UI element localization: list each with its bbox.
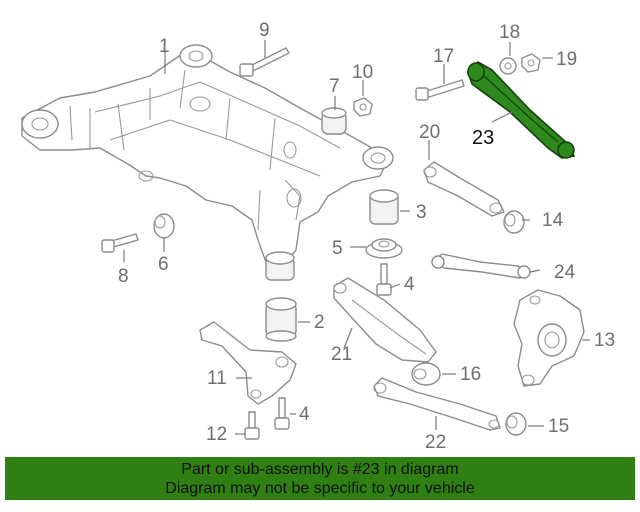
bushing-part-16[interactable]: [411, 362, 441, 386]
bolt-part-9[interactable]: [239, 47, 290, 77]
callout-3: 3: [416, 202, 427, 223]
bushing-part-7[interactable]: [321, 107, 347, 135]
bushing-part-15[interactable]: [505, 412, 527, 436]
callout-23: 23: [472, 127, 494, 149]
callout-20: 20: [419, 122, 440, 143]
callout-9: 9: [259, 20, 270, 41]
trailing-arm-part-21[interactable]: [333, 277, 437, 363]
callout-1: 1: [159, 36, 170, 57]
bolt-part-17[interactable]: [415, 79, 465, 101]
lower-arm-part-22[interactable]: [373, 377, 501, 431]
callout-6: 6: [158, 254, 169, 275]
subframe-part[interactable]: [21, 44, 394, 281]
callout-24: 24: [554, 262, 576, 283]
callout-17: 17: [433, 46, 454, 67]
callout-8: 8: [118, 266, 129, 287]
callout-16: 16: [460, 364, 481, 385]
knuckle-part-13[interactable]: [513, 289, 585, 387]
part-info-banner: Part or sub-assembly is #23 in diagram D…: [5, 457, 635, 500]
bolt-part-8[interactable]: [101, 233, 139, 253]
bolt-part-12[interactable]: [244, 411, 260, 440]
bolt-part-4b[interactable]: [274, 397, 290, 430]
nut-part-19[interactable]: [521, 53, 541, 73]
banner-line-2: Diagram may not be specific to your vehi…: [165, 480, 475, 497]
callout-19: 19: [556, 49, 577, 70]
callout-12: 12: [206, 424, 227, 445]
callout-10: 10: [352, 62, 373, 83]
callout-5: 5: [332, 238, 343, 259]
parts-diagram: 1 9 7 10 17 18 19 20 23 14 3 5 4 24 2 21…: [21, 20, 615, 453]
leader-lines: [123, 40, 590, 435]
callout-labels: 1 9 7 10 17 18 19 20 23 14 3 5 4 24 2 21…: [118, 20, 615, 453]
callout-14: 14: [542, 210, 564, 231]
callout-18: 18: [499, 22, 520, 43]
callout-2: 2: [314, 312, 325, 333]
banner-line-1: Part or sub-assembly is #23 in diagram: [181, 461, 459, 478]
mount-part-5[interactable]: [365, 238, 403, 259]
callout-4a: 4: [404, 274, 415, 295]
callout-7: 7: [329, 76, 340, 97]
washer-part-18[interactable]: [499, 57, 517, 75]
bolt-part-4a[interactable]: [376, 263, 392, 296]
callout-21: 21: [331, 344, 352, 365]
callout-15: 15: [548, 416, 569, 437]
nut-part-10[interactable]: [353, 97, 373, 117]
highlighted-arm-part-23[interactable]: [467, 61, 576, 159]
mount-part-3[interactable]: [369, 189, 399, 225]
callout-13: 13: [594, 330, 615, 351]
bushing-part-6[interactable]: [153, 213, 175, 239]
mount-part-2[interactable]: [265, 297, 297, 342]
toe-link-part-24[interactable]: [431, 253, 531, 279]
bracket-part-11[interactable]: [199, 321, 297, 405]
callout-4b: 4: [299, 404, 310, 425]
callout-11: 11: [207, 368, 227, 389]
bushing-part-14[interactable]: [503, 210, 525, 234]
control-arm-part-20[interactable]: [423, 161, 505, 217]
callout-22: 22: [425, 432, 446, 453]
